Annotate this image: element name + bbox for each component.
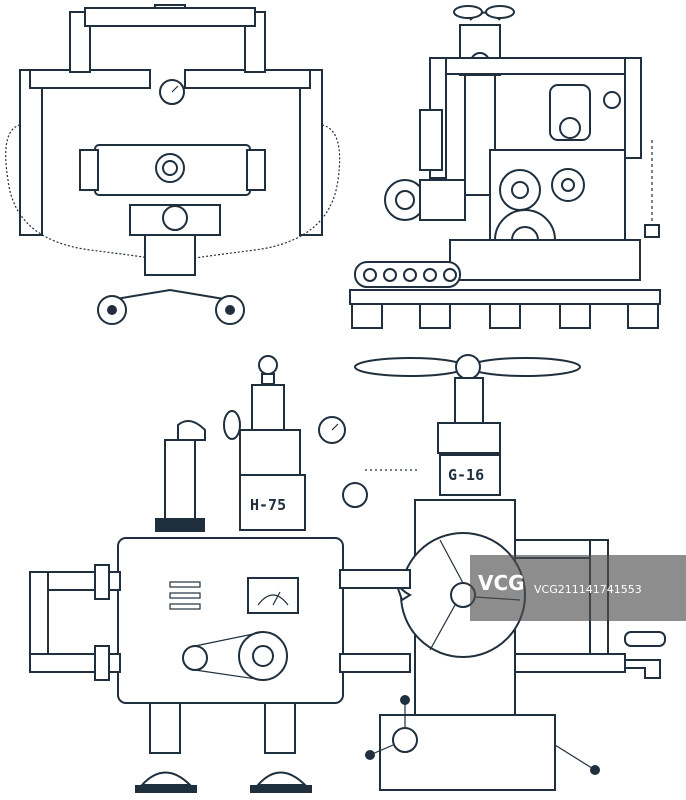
g16-label: G-16	[448, 466, 484, 484]
right-hose	[194, 124, 341, 259]
leg-left	[149, 702, 181, 754]
h75-body	[117, 537, 344, 704]
watermark-id: VCG211141741553	[534, 583, 642, 596]
machine-g16: G-16	[339, 354, 666, 791]
left-hose	[5, 124, 151, 259]
small-pulley-icon	[182, 645, 208, 671]
top-left-machine	[5, 4, 341, 325]
propeller-blade-right	[469, 357, 581, 377]
fan-icon	[223, 410, 241, 440]
left-pipe	[19, 69, 43, 236]
cog-icon	[342, 482, 368, 508]
lever-head	[177, 420, 206, 441]
gauge-icon	[603, 91, 621, 109]
g16-base	[379, 714, 556, 791]
propeller-icon	[453, 5, 483, 19]
right-pipe	[299, 69, 323, 236]
faucet-handle-icon	[624, 631, 666, 647]
h75-label: H-75	[250, 496, 286, 514]
watermark: VCG VCG211141741553	[470, 555, 686, 621]
watermark-logo: VCG	[478, 571, 525, 595]
light-bulb-icon	[258, 355, 278, 375]
h75-plate	[239, 474, 306, 531]
faucet-spout-icon	[624, 659, 661, 679]
propeller-blade-left	[354, 357, 466, 377]
g16-plate	[439, 454, 501, 496]
leg-right	[264, 702, 296, 754]
top-right-machine	[349, 5, 661, 329]
machine-h75: H-75	[29, 355, 420, 793]
